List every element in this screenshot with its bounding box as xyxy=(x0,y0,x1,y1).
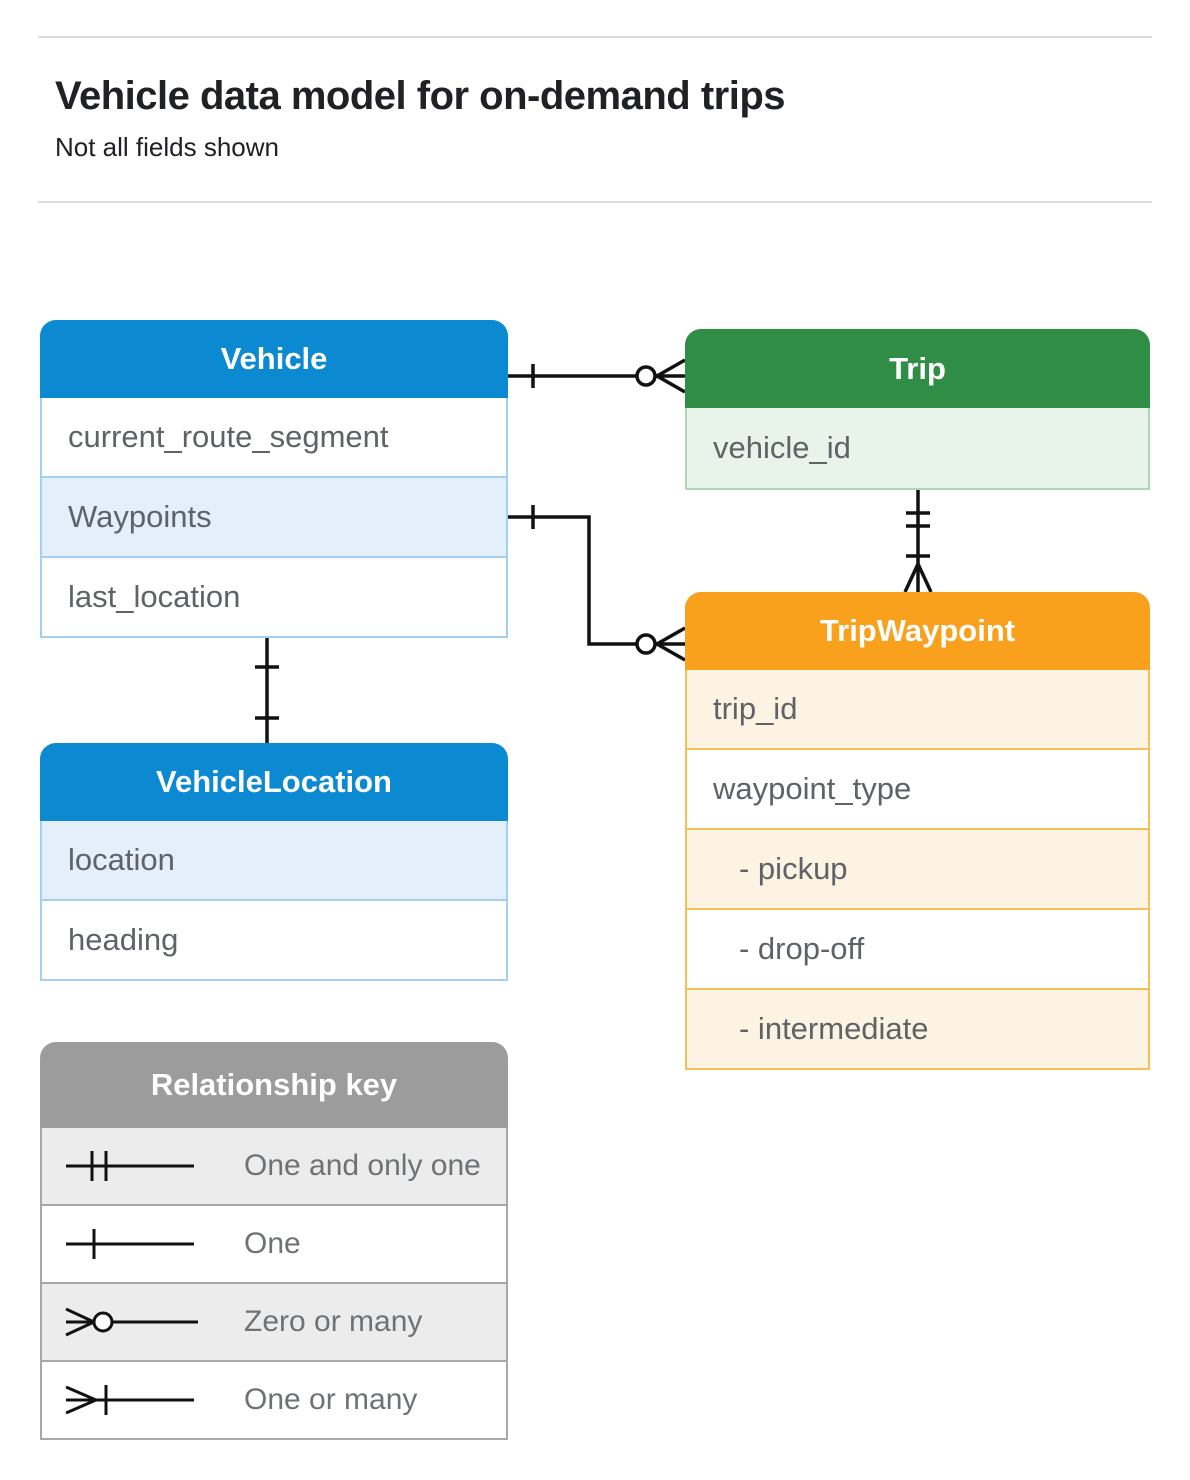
crow-foot-icon xyxy=(656,626,686,662)
zero-circle-icon xyxy=(635,365,657,387)
entity-vehicle: Vehicle current_route_segment Waypoints … xyxy=(40,320,508,638)
field-heading: heading xyxy=(42,899,506,979)
zero-or-many-symbol-icon xyxy=(65,1307,198,1337)
divider-top xyxy=(38,36,1152,38)
page-title: Vehicle data model for on-demand trips xyxy=(55,74,786,118)
field-pickup: - pickup xyxy=(687,828,1148,908)
entity-vehicle-title: Vehicle xyxy=(40,320,508,398)
key-item-one-and-only-one: One and only one xyxy=(42,1128,506,1204)
entity-trip-fields: vehicle_id xyxy=(685,408,1150,490)
connector-vehicle-trip xyxy=(508,358,686,394)
crow-foot-icon xyxy=(903,563,933,593)
connector-vehicle-vehiclelocation xyxy=(255,637,279,743)
entity-tripwaypoint: TripWaypoint trip_id waypoint_type - pic… xyxy=(685,592,1150,1070)
entity-vehiclelocation-fields: location heading xyxy=(40,821,508,981)
field-last-location: last_location xyxy=(42,556,506,636)
key-label: One and only one xyxy=(244,1149,481,1182)
field-intermediate: - intermediate xyxy=(687,988,1148,1068)
key-label: One or many xyxy=(244,1383,418,1416)
field-waypoints: Waypoints xyxy=(42,476,506,556)
connector-trip-tripwaypoint xyxy=(903,490,933,593)
page-subtitle: Not all fields shown xyxy=(55,132,279,162)
entity-tripwaypoint-title: TripWaypoint xyxy=(685,592,1150,670)
entity-vehiclelocation-title: VehicleLocation xyxy=(40,743,508,821)
key-item-zero-or-many: Zero or many xyxy=(42,1282,506,1360)
field-location: location xyxy=(42,821,506,899)
one-or-many-symbol-icon xyxy=(65,1385,194,1415)
field-trip-id: trip_id xyxy=(687,670,1148,748)
relationship-key-title: Relationship key xyxy=(40,1042,508,1128)
key-label: One xyxy=(244,1227,301,1260)
key-item-one-or-many: One or many xyxy=(42,1360,506,1438)
field-drop-off: - drop-off xyxy=(687,908,1148,988)
field-vehicle-id: vehicle_id xyxy=(687,408,1148,488)
entity-tripwaypoint-fields: trip_id waypoint_type - pickup - drop-of… xyxy=(685,670,1150,1070)
one-and-only-one-ticks-icon xyxy=(906,511,930,528)
crow-foot-icon xyxy=(656,358,686,394)
one-and-only-one-symbol-icon xyxy=(66,1151,194,1181)
one-symbol-icon xyxy=(66,1229,194,1259)
entity-vehicle-fields: current_route_segment Waypoints last_loc… xyxy=(40,398,508,638)
connector-waypoints-tripwaypoint xyxy=(508,505,686,662)
field-current-route-segment: current_route_segment xyxy=(68,419,389,454)
relationship-key-items: One and only one One Zero or many xyxy=(40,1128,508,1440)
relationship-key: Relationship key One and only one One xyxy=(40,1042,508,1440)
key-label: Zero or many xyxy=(244,1305,423,1338)
divider-under-title xyxy=(38,201,1152,203)
zero-circle-icon xyxy=(635,633,657,655)
entity-trip: Trip vehicle_id xyxy=(685,329,1150,490)
field-waypoint-type: waypoint_type xyxy=(687,748,1148,828)
connector-line xyxy=(508,515,685,646)
entity-trip-title: Trip xyxy=(685,329,1150,408)
entity-vehiclelocation: VehicleLocation location heading xyxy=(40,743,508,981)
key-item-one: One xyxy=(42,1204,506,1282)
